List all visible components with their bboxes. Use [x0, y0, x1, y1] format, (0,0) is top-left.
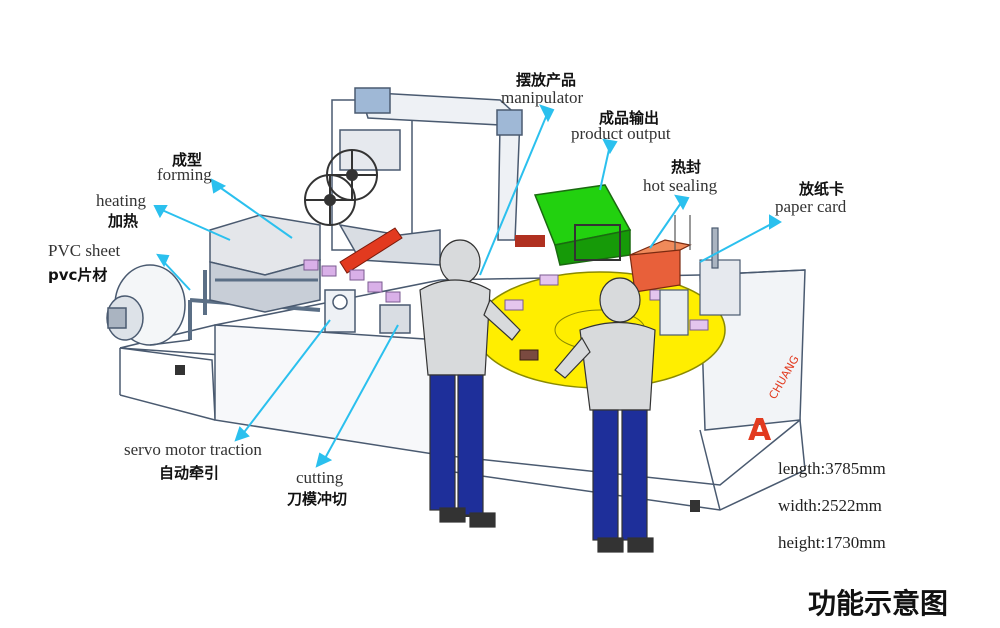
spec-width: width:2522mm — [778, 496, 882, 515]
label-pvc-sheet-en: PVC sheet — [48, 241, 121, 260]
cutting-block — [324, 289, 411, 334]
label-manipulator-cn: 摆放产品 — [516, 71, 577, 89]
blister-strip — [303, 259, 401, 303]
label-servo-en: servo motor traction — [124, 440, 262, 459]
label-hot-sealing-cn: 热封 — [671, 158, 702, 176]
green-output — [533, 184, 632, 266]
label-heating-en: heating — [96, 191, 147, 210]
label-product-output-cn: 成品输出 — [599, 109, 660, 127]
label-cutting-en: cutting — [296, 468, 344, 487]
label-product-output-en: product output — [571, 124, 671, 143]
label-forming-en: forming — [157, 165, 212, 184]
spec-height: height:1730mm — [778, 533, 886, 552]
hot-sealing-station — [629, 215, 692, 293]
label-heating-cn: 加热 — [108, 212, 139, 230]
brand-letter: A — [748, 413, 772, 448]
worker-right — [554, 277, 656, 553]
label-paper-card-en: paper card — [775, 197, 847, 216]
label-servo-cn: 自动牵引 — [159, 464, 220, 482]
paper-card-station — [659, 227, 741, 336]
spec-length: length:3785mm — [778, 459, 886, 478]
label-pvc-sheet-cn: pvc片材 — [48, 266, 108, 284]
label-paper-card-cn: 放纸卡 — [799, 180, 845, 198]
red-heater — [339, 227, 545, 274]
pvc-roll — [106, 264, 191, 346]
diagram-caption: 功能示意图 — [808, 587, 949, 620]
label-forming-cn: 成型 — [172, 151, 203, 169]
handwheels — [304, 149, 378, 226]
gantry — [331, 87, 523, 251]
worker-left — [419, 239, 521, 528]
label-manipulator-en: manipulator — [501, 88, 584, 107]
label-hot-sealing-en: hot sealing — [643, 176, 718, 195]
callout-arrows — [153, 104, 782, 468]
label-cutting-cn: 刀模冲切 — [287, 490, 348, 508]
